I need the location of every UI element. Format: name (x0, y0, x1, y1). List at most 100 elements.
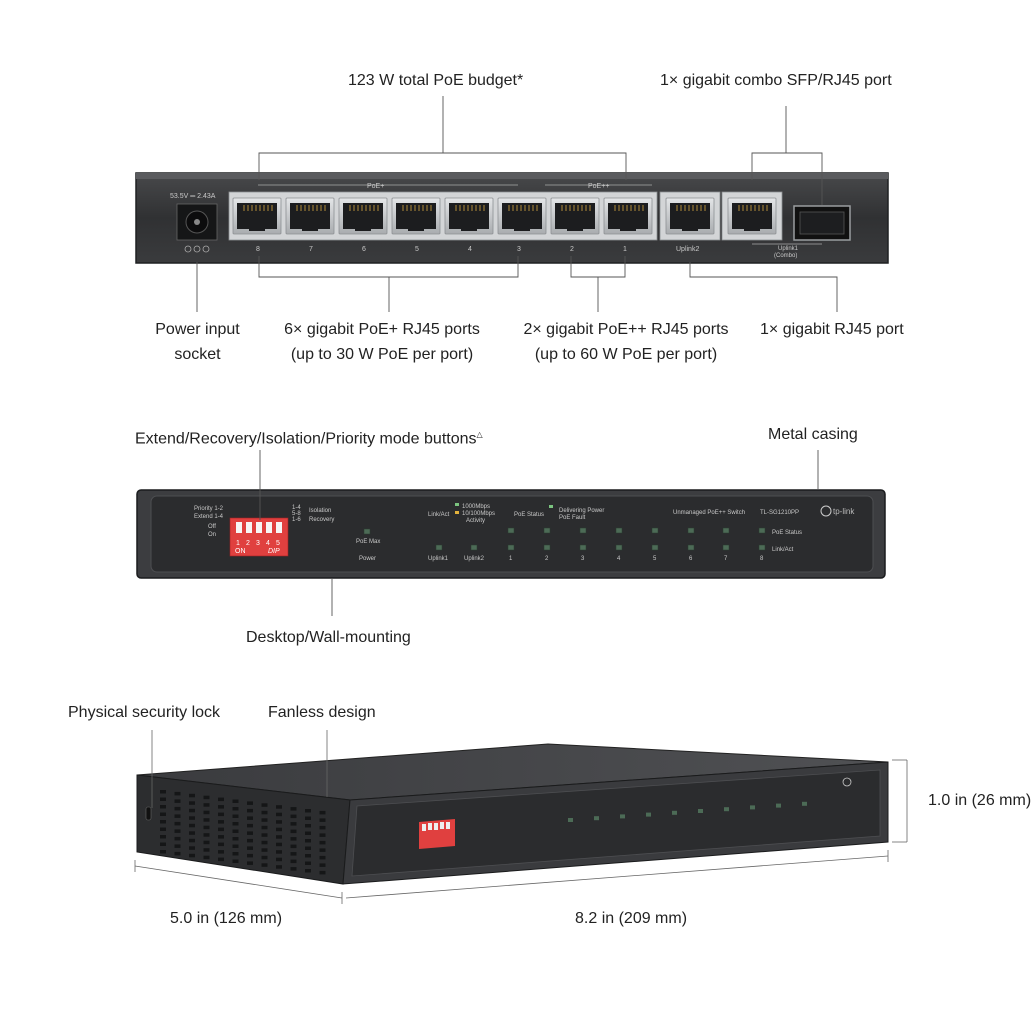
uplink1-label: Uplink1 (778, 246, 799, 252)
vent-hole (160, 827, 166, 831)
off-text: Off (208, 524, 216, 530)
vent-hole (232, 814, 239, 818)
rj45-port-1 (603, 197, 653, 235)
port-number-6: 6 (362, 246, 366, 253)
vent-hole (247, 861, 253, 865)
mode-buttons-mark: △ (476, 430, 483, 439)
vent-hole (203, 855, 210, 860)
height-dimension-label: 1.0 in (26 mm) (928, 792, 1031, 809)
vent-hole (174, 851, 181, 856)
poe-plus-line1: 6× gigabit PoE+ RJ45 ports (284, 321, 480, 338)
vent-hole (290, 867, 297, 871)
vent-hole (261, 863, 268, 867)
vent-hole (203, 810, 210, 815)
width-dimension-label: 8.2 in (209 mm) (575, 910, 688, 927)
vent-hole (203, 803, 210, 807)
perspective-led (568, 818, 573, 822)
vent-hole (189, 808, 195, 813)
vent-hole (261, 818, 268, 822)
vent-hole (247, 808, 253, 813)
legend-poe-status: PoE Status (772, 530, 802, 536)
front-panel: Priority 1-2 Extend 1-4 Off On 1 2 3 4 5… (136, 489, 886, 579)
vent-hole (174, 806, 181, 811)
vent-hole (218, 820, 224, 824)
device-front-bezel (351, 769, 881, 877)
vent-hole (189, 793, 195, 798)
vent-hole (232, 837, 239, 841)
vent-hole (276, 820, 282, 824)
vent-hole (247, 831, 253, 835)
vent-hole (290, 844, 297, 849)
dip-number-5: 5 (276, 540, 280, 547)
port-number-2: 2 (570, 246, 574, 253)
vent-hole (203, 840, 210, 845)
vent-hole (174, 821, 181, 826)
vent-hole (189, 853, 195, 858)
vent-hole (189, 838, 195, 843)
activity-text: Activity (466, 518, 485, 524)
vent-hole (319, 810, 326, 815)
vent-grille (160, 790, 326, 875)
rj45-port-2 (550, 197, 600, 235)
led-label-7: 7 (724, 556, 728, 562)
power-input-label: Power input socket (140, 317, 255, 367)
vent-hole (319, 825, 326, 830)
vent-hole (174, 791, 181, 796)
vent-hole (305, 861, 311, 865)
dip-on-text: ON (235, 548, 246, 555)
perspective-leds (568, 801, 807, 822)
vent-hole (247, 801, 253, 805)
vent-hole (290, 807, 297, 811)
poe-plusplus-ports-label: 2× gigabit PoE++ RJ45 ports (up to 60 W … (510, 317, 742, 367)
perspective-led (646, 812, 651, 817)
perspective-led (594, 816, 599, 821)
vent-hole (218, 805, 224, 809)
poe-max-led (363, 528, 371, 535)
security-lock-slot (145, 806, 152, 821)
vent-hole (290, 814, 297, 819)
vent-hole (305, 816, 311, 820)
model-text: TL-SG1210PP (760, 510, 799, 516)
led-label-3: 3 (581, 556, 585, 562)
dip-number-2: 2 (246, 540, 250, 547)
vent-hole (276, 812, 282, 817)
vent-hole (232, 829, 239, 833)
vent-hole (218, 812, 224, 817)
vent-hole (319, 840, 326, 845)
tp-link-logo: tp-link (820, 505, 855, 517)
mounting-label: Desktop/Wall-mounting (246, 629, 411, 646)
vent-hole (247, 823, 253, 828)
extend-text: Extend 1-4 (194, 514, 224, 520)
metal-casing-label: Metal casing (768, 426, 858, 443)
vent-hole (305, 846, 311, 850)
vent-hole (203, 848, 210, 852)
perspective-led (750, 805, 755, 810)
vent-hole (261, 810, 268, 815)
power-rating-text: 53.5V ═ 2.43A (170, 193, 216, 200)
vent-hole (174, 844, 181, 848)
vent-hole (203, 818, 210, 822)
vent-hole (189, 823, 195, 828)
vent-hole (290, 852, 297, 856)
vent-hole (189, 801, 195, 805)
poe-plus-ports-label: 6× gigabit PoE+ RJ45 ports (up to 30 W P… (272, 317, 492, 367)
perspective-led (802, 801, 807, 806)
vent-hole (218, 857, 224, 862)
power-socket (176, 203, 218, 253)
product-type-text: Unmanaged PoE++ Switch (673, 510, 745, 516)
vent-hole (319, 848, 326, 852)
dip-brand-text: DIP (268, 548, 280, 555)
vent-hole (203, 795, 210, 800)
led-label-5: 5 (653, 556, 657, 562)
rj45-port-6 (338, 197, 388, 235)
power-input-line1: Power input (155, 321, 240, 338)
iso-5-8-text: 5-8 (292, 511, 301, 517)
rear-case-top-edge (136, 173, 888, 179)
speed-1000-text: 1000Mbps (462, 504, 490, 510)
legend-link-act: Link/Act (772, 547, 794, 553)
vent-hole (218, 842, 224, 847)
vent-hole (160, 850, 166, 854)
priority-text: Priority 1-2 (194, 506, 224, 512)
vent-hole (276, 857, 282, 862)
dip-switch[interactable]: 1 2 3 4 5 ON DIP (229, 517, 289, 557)
